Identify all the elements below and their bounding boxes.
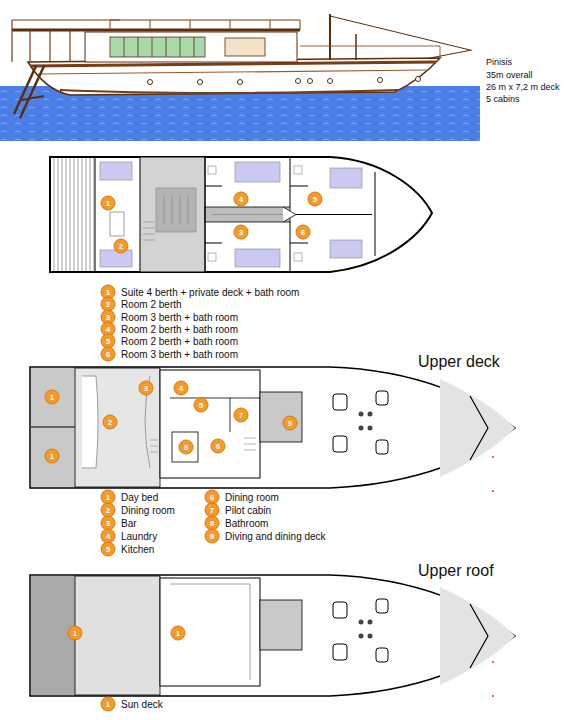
- legend-text: Day bed: [121, 492, 158, 503]
- legend-number: 6: [101, 346, 116, 361]
- callout-number: 1: [171, 626, 186, 641]
- callout-number: 8: [179, 440, 194, 455]
- legend-text: Room 2 berth + bath room: [121, 336, 238, 347]
- spec-text: 26 m x 7,2 m deck: [486, 82, 560, 92]
- callout-number: 6: [296, 225, 311, 240]
- legend-number: 9: [205, 529, 220, 544]
- callout-number: 4: [174, 381, 189, 396]
- legend-text: Room 2 berth: [121, 299, 182, 310]
- callout-number: 6: [211, 439, 226, 454]
- legend-text: Room 2 berth + bath room: [121, 323, 238, 334]
- legend-number: 1: [101, 697, 116, 712]
- side-view: [0, 14, 480, 141]
- callout-number: 7: [234, 408, 249, 423]
- legend-text: Sun deck: [121, 699, 163, 710]
- spec-text: 5 cabins: [486, 94, 520, 104]
- legend-text: Bathroom: [225, 518, 268, 529]
- legend-text: Room 3 berth + bath room: [121, 311, 238, 322]
- legend-text: Dining room: [225, 492, 279, 503]
- legend-text: Laundry: [121, 531, 157, 542]
- section-heading: Upper deck: [418, 353, 500, 371]
- legend-number: 5: [101, 542, 116, 557]
- upper-deck-plan: [30, 367, 515, 488]
- callout-number: 1: [68, 626, 83, 641]
- callout-number: 2: [114, 239, 129, 254]
- legend-text: Pilot cabin: [225, 505, 271, 516]
- legend-text: Diving and dining deck: [225, 531, 326, 542]
- upper-roof-plan: [30, 575, 515, 696]
- callout-number: 3: [234, 225, 249, 240]
- callout-number: 1: [45, 390, 60, 405]
- callout-number: 1: [45, 449, 60, 464]
- callout-number: 4: [234, 192, 249, 207]
- legend-text: Kitchen: [121, 544, 154, 555]
- callout-number: 3: [139, 381, 154, 396]
- legend-text: Suite 4 berth + private deck + bath room: [121, 287, 299, 298]
- callout-number: 5: [194, 398, 209, 413]
- callout-number: 9: [283, 416, 298, 431]
- legend-text: Room 3 berth + bath room: [121, 348, 238, 359]
- spec-text: 35m overall: [486, 70, 533, 80]
- callout-number: 5: [308, 192, 323, 207]
- legend-text: Dining room: [121, 505, 175, 516]
- title-text: Pinisis: [486, 57, 512, 67]
- lower-deck-plan: [50, 157, 432, 272]
- section-heading: Upper roof: [418, 562, 494, 580]
- legend-text: Bar: [121, 518, 137, 529]
- callout-number: 1: [101, 196, 116, 211]
- callout-number: 2: [103, 415, 118, 430]
